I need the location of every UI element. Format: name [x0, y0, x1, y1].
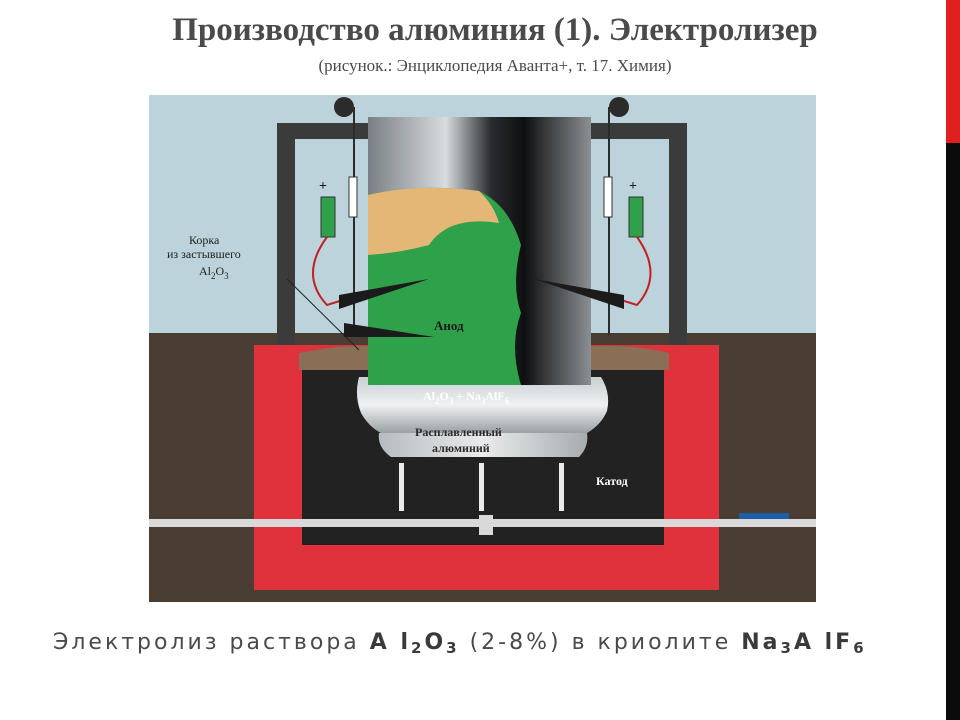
clamp-left — [348, 176, 358, 218]
probe-left-lower — [344, 323, 434, 337]
slide-subtitle: (рисунок.: Энциклопедия Аванта+, т. 17. … — [318, 56, 672, 75]
cell-left-wall — [254, 345, 302, 590]
slide-caption: Электролиз раствора A l2O3 (2-8%) в крио… — [53, 630, 867, 657]
probe-left — [339, 279, 429, 309]
cathode-rod-1 — [399, 463, 404, 511]
plus-sign-right: + — [629, 179, 637, 194]
molten-aluminium — [378, 433, 588, 457]
cathode-rod-2 — [479, 463, 484, 511]
frame-post-left — [277, 127, 295, 345]
plus-sign-left: + — [319, 179, 327, 194]
clamp-right — [603, 176, 613, 218]
pulley-right — [609, 97, 629, 117]
electrolyte-bath — [356, 377, 609, 433]
anode-label: Анод — [434, 318, 464, 333]
anode-tan-section — [368, 187, 499, 255]
slide-edge-red-bar — [946, 0, 960, 143]
probe-right — [534, 279, 624, 309]
electrolyzer-illustration: Корка из застывшего Al2O3 Анод Al2O3 + N… — [149, 95, 816, 602]
caption-formula-cryolite: Na3A lF6 — [741, 630, 867, 657]
crust-label-line1: Корка — [189, 233, 220, 247]
slide-edge-black-bar — [946, 143, 960, 720]
crust-label-line2: из застывшего — [167, 247, 241, 261]
electrode-left — [320, 196, 336, 238]
caption-prefix: Электролиз раствора — [53, 630, 370, 655]
crust-label-formula: Al2O3 — [199, 264, 229, 281]
cell-right-wall — [671, 345, 719, 590]
cathode-rod-3 — [559, 463, 564, 511]
busbar-blue-end — [739, 513, 789, 519]
pulley-left — [334, 97, 354, 117]
molten-label-line1: Расплавленный — [415, 425, 502, 439]
electrolyzer-diagram: Корка из застывшего Al2O3 Анод Al2O3 + N… — [149, 95, 816, 602]
caption-middle: (2-8%) в криолите — [459, 630, 742, 655]
molten-label-line2: алюминий — [432, 441, 490, 455]
frame-post-right — [669, 127, 687, 345]
slide-title: Производство алюминия (1). Электролизер — [172, 12, 818, 48]
electrolyte-label: Al2O3 + Na3AlF6 — [423, 389, 510, 406]
electrode-right — [628, 196, 644, 238]
cathode-busbar-joint — [479, 515, 493, 535]
cathode-label: Катод — [596, 474, 628, 488]
caption-formula-alumina: A l2O3 — [369, 630, 460, 657]
